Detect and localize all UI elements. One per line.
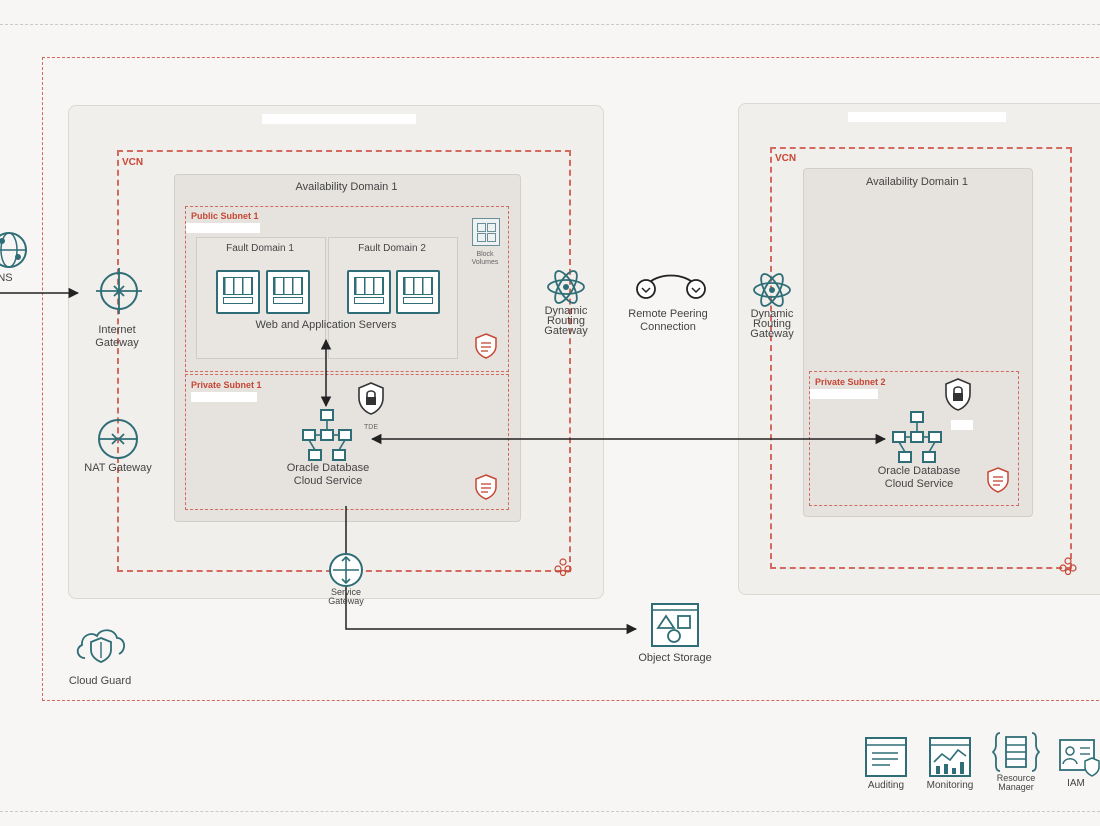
block-volumes-label-line1: Block [476, 251, 494, 258]
availability-domain-right [803, 168, 1033, 517]
object-storage-label: Object Storage [638, 652, 712, 664]
block-volumes-label: Block Volumes [462, 251, 508, 267]
vcn-left-label: VCN [122, 157, 144, 168]
resource-manager-icon [992, 732, 1040, 772]
remote-peering-label-line2: Connection [640, 321, 696, 333]
bottom-divider [0, 811, 1100, 812]
nat-gateway-icon [98, 419, 138, 459]
block-volumes-label-line2: Volumes [471, 259, 499, 266]
cloud-guard-icon [76, 629, 125, 663]
internet-gateway-icon [96, 268, 142, 314]
public-subnet-1-cidr [186, 223, 260, 233]
vcn-right-label: VCN [775, 153, 797, 164]
private-subnet-1-cidr [191, 392, 257, 402]
drg-left-label-line1: Dynamic [544, 305, 588, 317]
region-left-name [262, 114, 416, 124]
remote-peering-icon [636, 274, 706, 299]
public-subnet-1 [185, 206, 509, 372]
server-icon [347, 270, 391, 314]
tenancy-boundary [42, 57, 1100, 701]
drg-right-label: Dynamic Routing Gateway [742, 308, 802, 340]
service-gateway-label: Service Gateway [316, 588, 376, 606]
drg-right-label-line2: Routing [753, 318, 791, 330]
database-1-label: Oracle Database Cloud Service [268, 462, 388, 488]
dynamic-routing-gateway-icon [753, 273, 791, 307]
security-list-icon [475, 474, 497, 500]
auditing-label: Auditing [867, 780, 905, 791]
object-storage-icon [651, 603, 699, 647]
internet-gateway-label: Internet Gateway [86, 324, 148, 350]
availability-domain-right-label: Availability Domain 1 [866, 176, 968, 188]
auditing-icon [865, 737, 907, 777]
server-icon [396, 270, 440, 314]
dns-label: DNS [0, 272, 13, 284]
internet-gateway-label-line1: Internet [98, 324, 136, 336]
remote-peering-label-line1: Remote Peering [628, 308, 708, 320]
drg-right-label-line1: Dynamic [750, 308, 794, 320]
internet-gateway-label-line2: Gateway [95, 337, 139, 349]
vcn-right-corner-icon [1059, 557, 1077, 575]
cloud-guard-label: Cloud Guard [68, 675, 132, 687]
public-subnet-1-label: Public Subnet 1 [191, 211, 259, 221]
tde-lock-icon [358, 382, 384, 415]
security-list-icon [987, 467, 1009, 493]
private-subnet-1-label: Private Subnet 1 [191, 380, 262, 390]
tde-label: TDE [364, 424, 378, 431]
database-2-label: Oracle Database Cloud Service [859, 465, 979, 491]
drg-left-label-line2: Routing [547, 315, 585, 327]
fault-domain-2-label: Fault Domain 2 [358, 243, 426, 254]
database-icon [302, 409, 352, 461]
vcn-right [770, 147, 1072, 569]
service-gateway-label-line2: Gateway [328, 596, 364, 606]
database-icon [892, 411, 942, 463]
drg-left-label: Dynamic Routing Gateway [536, 305, 596, 337]
monitoring-label: Monitoring [926, 780, 974, 791]
remote-peering-label: Remote Peering Connection [616, 308, 720, 334]
drg-right-label-line3: Gateway [750, 328, 794, 340]
resource-manager-label-line1: Resource [996, 773, 1036, 783]
iam-label: IAM [1067, 778, 1085, 789]
servers-label: Web and Application Servers [255, 319, 397, 331]
database-1-label-line1: Oracle Database [286, 462, 370, 474]
dns-icon [0, 232, 27, 268]
region-right-name [848, 112, 1006, 122]
service-gateway-label-line1: Service [330, 587, 361, 597]
database-2-label-line2: Cloud Service [884, 478, 954, 490]
monitoring-icon [929, 737, 971, 777]
private-subnet-2-label: Private Subnet 2 [815, 377, 886, 387]
top-divider [0, 24, 1100, 25]
database-1-label-line2: Cloud Service [293, 475, 363, 487]
private-subnet-2-cidr [810, 389, 878, 399]
availability-domain-left-label: Availability Domain 1 [295, 181, 398, 193]
server-icon [266, 270, 310, 314]
fault-domain-1-label: Fault Domain 1 [226, 243, 294, 254]
dynamic-routing-gateway-icon [547, 270, 585, 304]
database-2-ip [951, 420, 973, 430]
nat-gateway-label: NAT Gateway [84, 462, 152, 474]
service-gateway-icon [329, 553, 363, 587]
tde-lock-icon [945, 378, 971, 411]
database-2-label-line1: Oracle Database [877, 465, 961, 477]
server-icon [216, 270, 260, 314]
vcn-left-corner-icon [554, 558, 572, 576]
block-volumes-icon [472, 218, 500, 246]
iam-icon [1059, 739, 1100, 777]
resource-manager-label: Resource Manager [986, 774, 1046, 792]
resource-manager-label-line2: Manager [998, 782, 1034, 792]
security-list-icon [475, 333, 497, 359]
drg-left-label-line3: Gateway [544, 325, 588, 337]
